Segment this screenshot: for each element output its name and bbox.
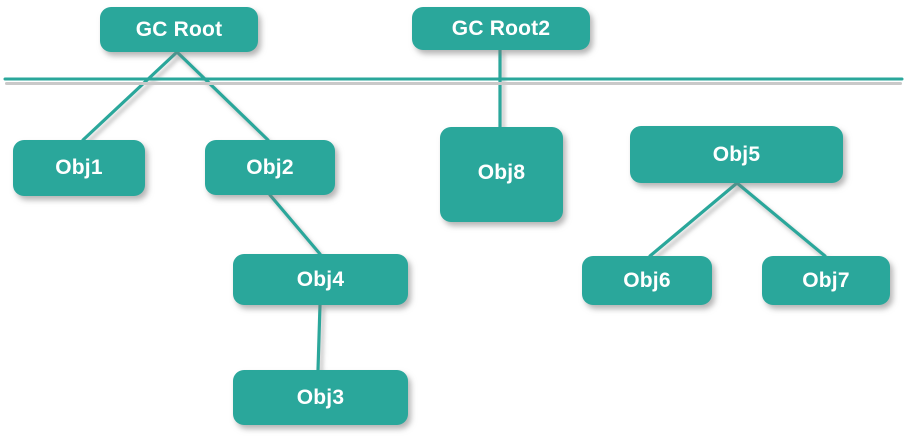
node-label-obj4: Obj4 <box>296 267 345 291</box>
node-label-obj2: Obj2 <box>246 155 294 179</box>
node-gcroot2[interactable]: GC Root2 <box>412 7 590 50</box>
edge-obj5-obj6 <box>648 181 739 258</box>
node-obj8[interactable]: Obj8 <box>440 127 563 222</box>
node-obj2[interactable]: Obj2 <box>205 140 335 195</box>
divider-shadow <box>5 82 902 85</box>
edge-obj5-obj7 <box>735 181 827 258</box>
node-label-gcroot2: GC Root2 <box>451 16 551 40</box>
node-obj5[interactable]: Obj5 <box>630 126 843 183</box>
node-label-obj1: Obj1 <box>55 156 103 179</box>
node-obj4[interactable]: Obj4 <box>233 254 408 305</box>
node-obj3[interactable]: Obj3 <box>233 370 408 425</box>
edge-gcroot-obj2 <box>175 50 270 142</box>
node-obj7[interactable]: Obj7 <box>762 256 890 305</box>
node-label-obj5: Obj5 <box>712 142 761 166</box>
node-label-obj8: Obj8 <box>477 161 526 184</box>
node-obj6[interactable]: Obj6 <box>582 256 712 305</box>
node-obj1[interactable]: Obj1 <box>13 140 145 196</box>
node-label-gcroot: GC Root <box>135 17 223 41</box>
edge-obj2-obj4 <box>268 193 322 256</box>
node-label-obj7: Obj7 <box>802 268 850 292</box>
node-label-obj6: Obj6 <box>623 268 671 292</box>
edge-obj4-obj3 <box>316 303 322 372</box>
node-gcroot[interactable]: GC Root <box>100 7 258 52</box>
edge-gcroot-obj1 <box>81 50 179 142</box>
node-label-obj3: Obj3 <box>296 385 345 409</box>
